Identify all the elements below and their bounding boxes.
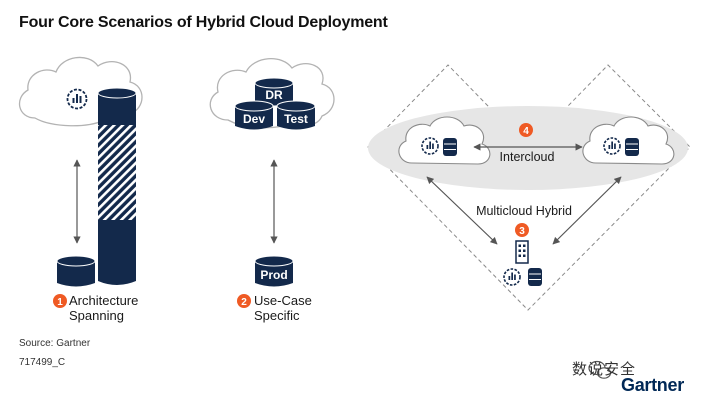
diamond-outline <box>367 64 691 311</box>
svg-text:4: 4 <box>523 126 529 137</box>
badge-3: 3 <box>515 223 529 237</box>
multicloud-arrow-left <box>426 176 498 245</box>
badge-2: 2 <box>237 294 251 308</box>
scenario-3-4-multicloud-intercloud: 4 Intercloud Multicloud Hybrid 3 <box>367 64 691 311</box>
test-database-icon: Test <box>276 100 316 130</box>
building-icon <box>515 240 529 264</box>
document-id: 717499_C <box>19 357 66 368</box>
prod-label: Prod <box>260 268 287 282</box>
scenario-1-label: Architecture Spanning <box>69 293 139 323</box>
intercloud-label: Intercloud <box>500 150 555 164</box>
database-small-icon <box>443 138 457 156</box>
svg-text:2: 2 <box>241 297 247 308</box>
scenario-2-use-case-specific: DR Dev Test Prod 2 <box>209 58 335 308</box>
watermark-text: 数说安全 <box>572 360 637 378</box>
prod-database-icon: Prod <box>254 255 294 287</box>
analytics-icon <box>503 268 521 286</box>
dev-database-icon: Dev <box>234 100 274 130</box>
dev-label: Dev <box>243 112 265 126</box>
svg-text:1: 1 <box>57 297 63 308</box>
wechat-icon <box>588 360 612 379</box>
database-icon <box>56 255 96 287</box>
database-small-icon <box>625 138 639 156</box>
badge-1: 1 <box>53 294 67 308</box>
multicloud-arrow-right <box>552 176 622 245</box>
svg-text:3: 3 <box>519 226 525 237</box>
gartner-logo: Gartner <box>621 375 684 395</box>
scenario-2-label: Use-Case Specific <box>254 293 312 323</box>
page-title: Four Core Scenarios of Hybrid Cloud Depl… <box>19 14 388 31</box>
analytics-icon <box>66 88 88 110</box>
dr-database-icon: DR <box>254 77 294 106</box>
multicloud-label: Multicloud Hybrid <box>476 204 572 218</box>
dr-label: DR <box>265 88 283 102</box>
analytics-icon <box>603 137 621 155</box>
analytics-icon <box>421 137 439 155</box>
spanning-database-column <box>97 87 137 285</box>
scenario-1-architecture-spanning: 1 <box>18 56 143 308</box>
test-label: Test <box>284 112 308 126</box>
database-small-icon <box>528 268 542 286</box>
badge-4: 4 <box>519 123 533 137</box>
source-note: Source: Gartner <box>19 338 91 349</box>
